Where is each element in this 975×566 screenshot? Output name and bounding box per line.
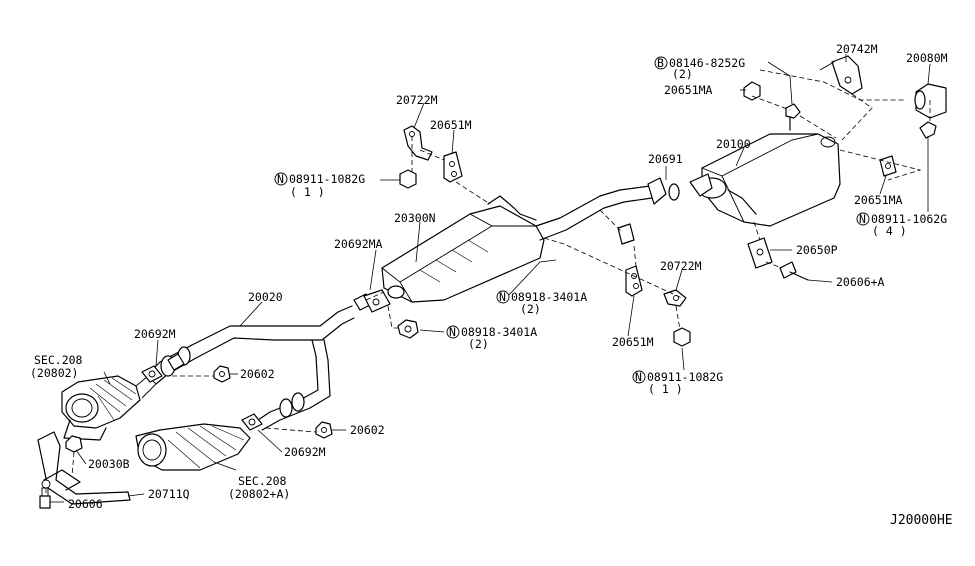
hanger-20651m-mid: [625, 265, 643, 297]
label-20100: 20100: [716, 137, 751, 151]
n-mark-bottom: [632, 370, 646, 384]
hanger-20651m-top: [443, 151, 463, 183]
label-n08918-3401a-low-qty: (2): [468, 337, 489, 351]
label-n08911-1082g-low-qty: ( 1 ): [648, 382, 683, 396]
label-20722m-top: 20722M: [396, 93, 438, 107]
label-20602-lower: 20602: [350, 423, 385, 437]
bolt-20606a: [779, 261, 809, 281]
clip-20691: [617, 223, 635, 245]
label-20692m-left: 20692M: [134, 327, 176, 341]
label-20020: 20020: [248, 290, 283, 304]
nut-20602-upper: [213, 365, 231, 383]
leader-lines: [50, 54, 931, 503]
label-sec208-right-sub: (20802+A): [228, 487, 290, 501]
n-mark-right: [856, 212, 870, 226]
right-catalytic-converter: [135, 423, 251, 471]
center-muffler: [381, 195, 545, 303]
tail-tip: [914, 83, 947, 139]
part-labels: 20722M 20651M 08911-1082G ( 1 ) 20300N 2…: [30, 42, 953, 528]
n-mark-glyph: N: [277, 172, 284, 186]
label-20692m-lower: 20692M: [284, 445, 326, 459]
hanger-20722m-mid: [663, 289, 687, 307]
label-sec208-right: SEC.208: [238, 474, 287, 488]
n-mark-glyph: N: [859, 212, 866, 226]
label-20692ma: 20692MA: [334, 237, 383, 251]
label-b08146-8252g-qty: (2): [672, 67, 693, 81]
label-20650p: 20650P: [796, 243, 838, 257]
prefix-marks: N N N N B N: [274, 56, 870, 384]
rear-pipe: [535, 177, 680, 241]
left-catalytic-converter: [61, 375, 157, 441]
hanger-20722m-top: [403, 125, 433, 161]
n-mark-glyph: N: [449, 325, 456, 339]
label-sec208-left-sub: (20802): [30, 366, 78, 380]
label-n08911-1082g-top-qty: ( 1 ): [290, 185, 325, 199]
label-20651ma-right: 20651MA: [854, 193, 903, 207]
label-20602-upper: 20602: [240, 367, 275, 381]
nut-08911-1082g-low: [673, 327, 691, 347]
label-n08918-3401a-mid: 08918-3401A: [511, 290, 587, 304]
label-n08911-1062g: 08911-1062G: [871, 212, 947, 226]
label-20651ma-top: 20651MA: [664, 83, 713, 97]
left-bracket-assembly: [37, 431, 131, 509]
assembly-lines: [45, 69, 931, 494]
label-20742m: 20742M: [836, 42, 878, 56]
bracket-20742m: [743, 55, 863, 131]
hanger-20650p: [747, 237, 773, 269]
label-20606a: 20606+A: [836, 275, 885, 289]
label-n08918-3401a-mid-qty: (2): [520, 302, 541, 316]
hanger-20651ma-right: [879, 155, 897, 177]
label-sec208-left: SEC.208: [34, 353, 83, 367]
label-20080m: 20080M: [906, 51, 948, 65]
label-n08918-3401a-low: 08918-3401A: [461, 325, 537, 339]
nut-08911-1082g-top: [399, 169, 417, 189]
gasket-20692m-left: [141, 353, 185, 383]
label-20300n: 20300N: [394, 211, 436, 225]
label-20691: 20691: [648, 152, 683, 166]
b-mark-glyph: B: [657, 56, 664, 70]
label-n08911-1082g-top: 08911-1082G: [289, 172, 365, 186]
main-muffler: [689, 133, 841, 227]
gasket-20692m-lower: [241, 413, 263, 431]
gasket-20692ma: [353, 289, 391, 313]
label-20722m-mid: 20722M: [660, 259, 702, 273]
label-20651m-top: 20651M: [430, 118, 472, 132]
label-b08146-8252g: 08146-8252G: [669, 56, 745, 70]
n-mark-glyph: N: [635, 370, 642, 384]
n-mark-low: [446, 325, 460, 339]
label-20606: 20606: [68, 497, 103, 511]
label-n08911-1062g-qty: ( 4 ): [872, 224, 907, 238]
label-20651m-mid: 20651M: [612, 335, 654, 349]
b-mark: [654, 56, 668, 70]
nut-20602-lower: [315, 421, 333, 439]
n-mark-mid: [496, 290, 510, 304]
n-mark-glyph: N: [499, 290, 506, 304]
label-n08911-1082g-low: 08911-1082G: [647, 370, 723, 384]
label-20711q: 20711Q: [148, 487, 190, 501]
nut-08918-3401a: [397, 319, 419, 339]
n-mark-top: [274, 172, 288, 186]
label-20030b: 20030B: [88, 457, 130, 471]
diagram-code: J20000HE: [890, 513, 953, 528]
